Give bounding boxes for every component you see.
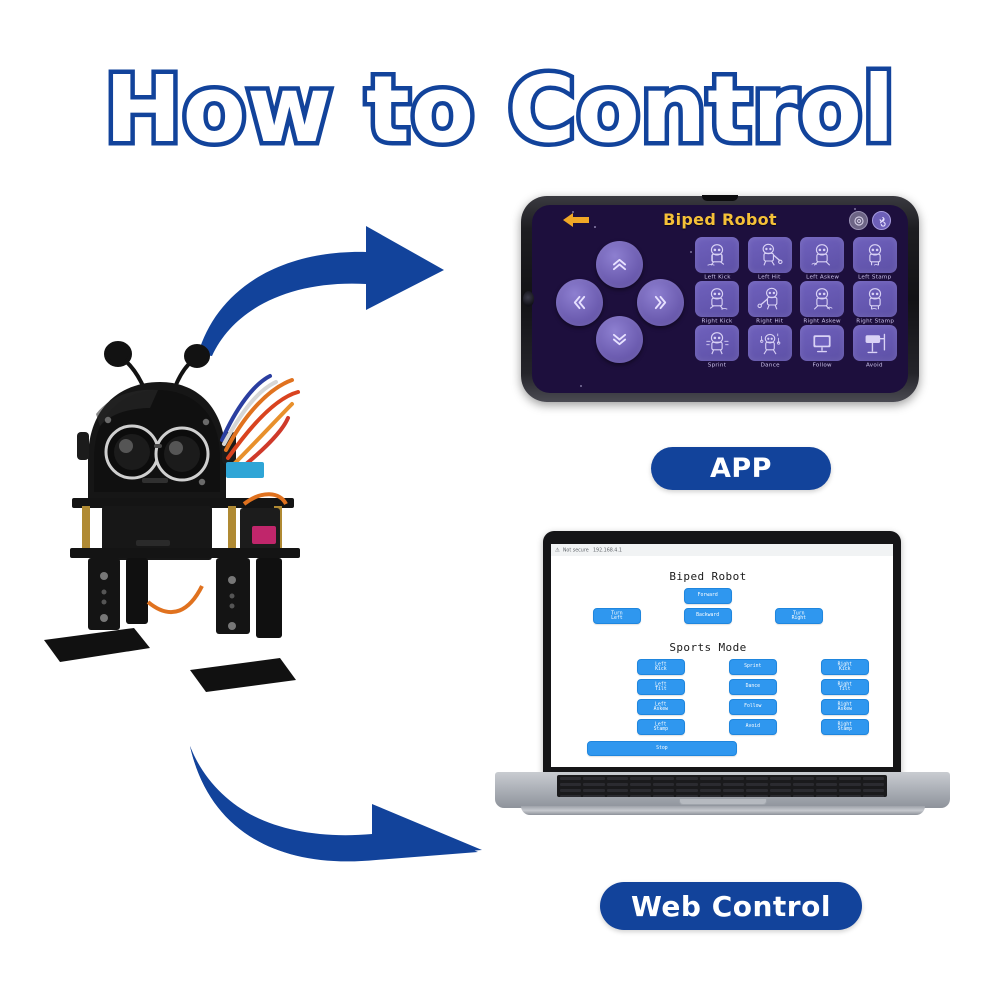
app-action-label: Right Kick bbox=[701, 318, 733, 325]
app-top-bar: Biped Robot bbox=[532, 205, 908, 233]
app-action-right-askew[interactable]: Right Askew bbox=[798, 281, 847, 325]
app-action-left-kick[interactable]: Left Kick bbox=[693, 237, 742, 281]
browser-security-text: Not secure bbox=[562, 547, 589, 553]
robot-right-kick-icon bbox=[695, 281, 740, 317]
web-sports-button[interactable]: Left Askew bbox=[636, 699, 685, 715]
web-heading-main: Biped Robot bbox=[669, 570, 747, 583]
speck bbox=[572, 211, 574, 213]
chevron-right-double-icon bbox=[654, 295, 667, 310]
robot-left-stamp-icon bbox=[852, 237, 897, 273]
app-action-right-stamp[interactable]: Right Stamp bbox=[851, 281, 900, 325]
web-sports-button[interactable]: Right Stamp bbox=[820, 719, 869, 735]
chevron-left-double-icon bbox=[573, 295, 586, 310]
browser-url[interactable]: 192.168.4.1 bbox=[593, 547, 623, 553]
robot-sprint-icon bbox=[695, 325, 740, 361]
app-action-right-hit[interactable]: Right Hit bbox=[746, 281, 795, 325]
not-secure-icon: ⚠ bbox=[555, 547, 560, 553]
app-action-right-kick[interactable]: Right Kick bbox=[693, 281, 742, 325]
app-action-grid: Left Kick Left Hit bbox=[693, 237, 900, 369]
app-action-label: Left Askew bbox=[805, 274, 839, 281]
arrow-to-app bbox=[198, 226, 444, 356]
link-icon[interactable] bbox=[872, 211, 891, 230]
app-action-label: Right Hit bbox=[756, 318, 784, 325]
chevron-up-double-icon bbox=[612, 258, 627, 271]
app-action-label: Left Kick bbox=[703, 274, 731, 281]
dpad-right-button[interactable] bbox=[637, 279, 684, 326]
app-action-label: Dance bbox=[760, 362, 780, 369]
laptop-lid: ⚠ Not secure 192.168.4.1 Biped Robot For… bbox=[543, 531, 901, 776]
phone-notch bbox=[702, 195, 738, 201]
web-sports-button[interactable]: Right Askew bbox=[820, 699, 869, 715]
robot-follow-icon bbox=[800, 325, 845, 361]
app-action-dance[interactable]: Dance bbox=[746, 325, 795, 369]
web-sports-button[interactable]: Right Tilt bbox=[820, 679, 869, 695]
app-action-label: Follow bbox=[812, 362, 832, 369]
web-control-page: Biped Robot Forward Turn Left bbox=[551, 556, 893, 767]
robot-photo bbox=[44, 341, 300, 692]
robot-left-askew-icon bbox=[800, 237, 845, 273]
app-action-left-hit[interactable]: Left Hit bbox=[746, 237, 795, 281]
web-sports-button[interactable]: Right Kick bbox=[820, 659, 869, 675]
app-action-avoid[interactable]: Avoid bbox=[851, 325, 900, 369]
web-sports-grid: Left Kick Sprint Right Kick Left Tilt Da… bbox=[625, 659, 869, 735]
dpad-left-button[interactable] bbox=[556, 279, 603, 326]
app-action-label: Left Stamp bbox=[858, 274, 892, 281]
web-sports-button[interactable]: Left Kick bbox=[636, 659, 685, 675]
browser-security-chip: ⚠ Not secure bbox=[555, 547, 589, 553]
laptop-foot bbox=[521, 806, 925, 815]
robot-right-stamp-icon bbox=[852, 281, 897, 317]
gear-icon[interactable] bbox=[849, 211, 868, 230]
speck bbox=[594, 226, 596, 228]
app-action-label: Left Hit bbox=[758, 274, 782, 281]
robot-dance-icon bbox=[747, 325, 792, 361]
dpad-up-button[interactable] bbox=[596, 241, 643, 288]
web-sports-button[interactable]: Left Stamp bbox=[636, 719, 685, 735]
web-sports-button[interactable]: Sprint bbox=[728, 659, 777, 675]
smartphone-app-preview: Biped Robot bbox=[521, 195, 919, 402]
robot-right-askew-icon bbox=[800, 281, 845, 317]
phone-camera-icon bbox=[523, 291, 534, 307]
speck bbox=[580, 385, 582, 387]
robot-right-hit-icon bbox=[747, 281, 792, 317]
web-control-label-button[interactable]: Web Control bbox=[600, 882, 862, 930]
web-sports-button[interactable]: Avoid bbox=[728, 719, 777, 735]
web-backward-button[interactable]: Backward bbox=[684, 608, 732, 624]
chevron-down-double-icon bbox=[612, 333, 627, 346]
web-sports-button[interactable]: Follow bbox=[728, 699, 777, 715]
web-sports-button[interactable]: Left Tilt bbox=[636, 679, 685, 695]
app-action-sprint[interactable]: Sprint bbox=[693, 325, 742, 369]
dpad-down-button[interactable] bbox=[596, 316, 643, 363]
laptop-web-control-preview: ⚠ Not secure 192.168.4.1 Biped Robot For… bbox=[495, 531, 950, 851]
web-forward-button[interactable]: Forward bbox=[684, 588, 732, 604]
app-action-left-askew[interactable]: Left Askew bbox=[798, 237, 847, 281]
app-label-button[interactable]: APP bbox=[651, 447, 831, 490]
app-action-label: Right Askew bbox=[803, 318, 842, 325]
page-title: How to Control bbox=[100, 56, 899, 163]
web-turn-left-button[interactable]: Turn Left bbox=[593, 608, 641, 624]
phone-screen: Biped Robot bbox=[532, 205, 908, 393]
app-action-label: Sprint bbox=[707, 362, 727, 369]
robot-left-kick-icon bbox=[695, 237, 740, 273]
app-action-follow[interactable]: Follow bbox=[798, 325, 847, 369]
laptop-screen: ⚠ Not secure 192.168.4.1 Biped Robot For… bbox=[551, 544, 893, 767]
robot-left-hit-icon bbox=[747, 237, 792, 273]
laptop-trackpad[interactable] bbox=[678, 799, 767, 805]
robot-avoid-icon bbox=[852, 325, 897, 361]
app-action-label: Right Stamp bbox=[855, 318, 894, 325]
laptop-keyboard bbox=[557, 775, 887, 797]
web-stop-button[interactable]: Stop bbox=[587, 741, 737, 756]
dpad-control bbox=[556, 241, 684, 365]
app-action-label: Avoid bbox=[866, 362, 884, 369]
web-heading-sports: Sports Mode bbox=[669, 641, 747, 654]
arrow-to-web bbox=[190, 746, 482, 862]
app-action-left-stamp[interactable]: Left Stamp bbox=[851, 237, 900, 281]
speck bbox=[690, 251, 692, 253]
web-nav-controls: Forward Turn Left Backward Turn Righ bbox=[551, 588, 893, 624]
speck bbox=[854, 208, 856, 210]
back-arrow-icon[interactable] bbox=[562, 212, 590, 228]
web-turn-right-button[interactable]: Turn Right bbox=[775, 608, 823, 624]
app-title: Biped Robot bbox=[663, 210, 777, 229]
web-sports-button[interactable]: Dance bbox=[728, 679, 777, 695]
